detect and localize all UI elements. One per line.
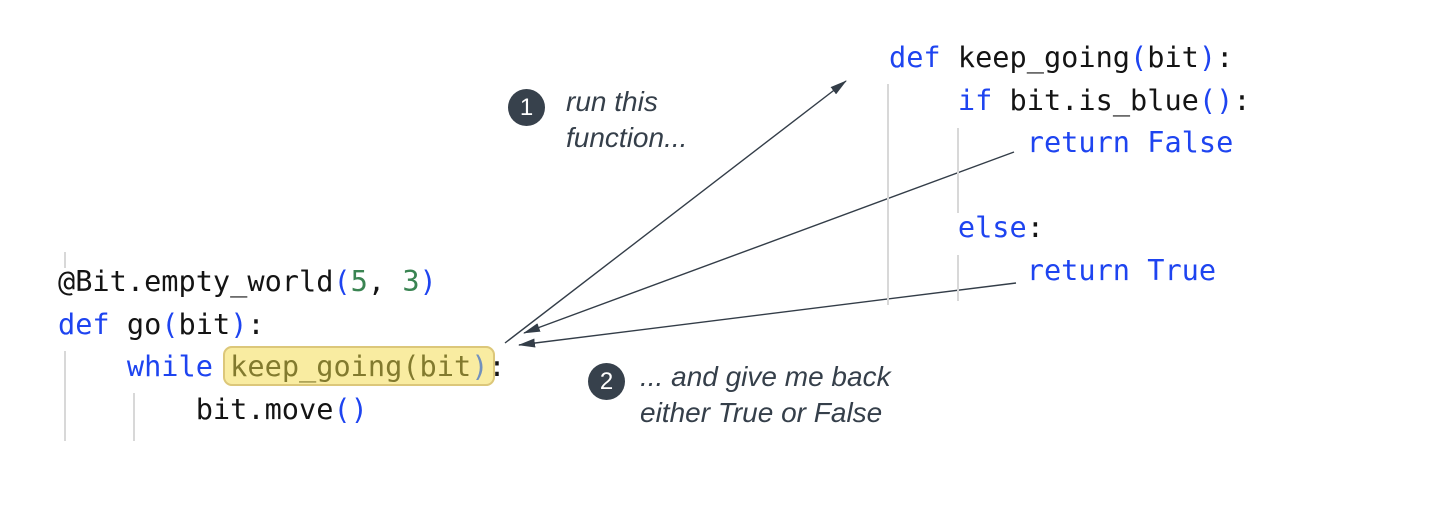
code-line: def keep_going(bit): — [889, 36, 1251, 79]
code-line: bit.move() — [58, 388, 506, 431]
code-token — [58, 349, 127, 383]
code-token: go — [109, 306, 162, 341]
indent-guide — [64, 351, 66, 441]
code-line: while keep_going(bit): — [58, 345, 506, 388]
code-token: keep_going — [940, 40, 1131, 74]
code-token: return True — [1026, 252, 1217, 287]
note-give-back-true-false: ... and give me back either True or Fals… — [640, 359, 891, 431]
code-line: return True — [889, 249, 1251, 292]
code-line — [889, 164, 1251, 207]
code-line: def go(bit): — [58, 303, 506, 346]
code-token: : — [488, 349, 506, 384]
code-line: if bit.is_blue(): — [889, 79, 1251, 122]
code-token: while — [126, 349, 213, 384]
code-token: ( — [333, 264, 351, 298]
code-token: def — [889, 40, 941, 74]
note-line: ... and give me back — [640, 361, 891, 392]
code-token: : — [1216, 40, 1234, 74]
code-token: bit — [178, 306, 231, 341]
note-line: run this — [566, 86, 658, 117]
code-token — [889, 210, 958, 244]
code-token: 5 — [350, 264, 368, 298]
code-token — [889, 253, 1027, 287]
code-token: ) — [1198, 40, 1217, 74]
code-token: ( — [1130, 40, 1148, 74]
code-token: return False — [1026, 125, 1234, 160]
code-token: : — [1026, 210, 1044, 245]
indent-guide — [887, 84, 889, 305]
code-line: else: — [889, 206, 1251, 249]
indent-guide — [957, 255, 959, 301]
code-token: () — [333, 391, 368, 426]
step-2-number: 2 — [599, 367, 614, 395]
arrow-3 — [518, 282, 1017, 348]
code-token: else — [957, 210, 1027, 245]
code-token: ( — [161, 306, 179, 341]
callee-code-block: def keep_going(bit): if bit.is_blue(): r… — [889, 36, 1251, 292]
step-1-badge: 1 — [508, 89, 545, 126]
indent-guide — [133, 393, 135, 441]
code-token: : — [247, 306, 265, 341]
code-token: ) — [230, 306, 248, 341]
caller-code-block: @Bit.empty_world(5, 3)def go(bit): while… — [58, 260, 506, 430]
code-token: : — [1233, 82, 1251, 117]
code-token: @Bit.empty_world — [58, 264, 334, 298]
step-1-number: 1 — [519, 93, 534, 121]
code-token: bit — [1147, 40, 1199, 74]
indent-guide — [957, 128, 959, 213]
code-token — [889, 83, 958, 117]
code-token: () — [1198, 82, 1234, 117]
note-run-this-function: run this function... — [566, 84, 687, 156]
code-line: return False — [889, 121, 1251, 164]
code-token: if — [957, 82, 993, 117]
code-token: bit.move — [58, 391, 334, 426]
code-token: ) — [471, 349, 489, 384]
highlighted-keep-going-call: keep_going(bit) — [223, 346, 496, 387]
code-token: bit.is_blue — [992, 82, 1199, 117]
code-token: keep_going(bit — [230, 349, 472, 384]
code-token — [889, 125, 1027, 159]
code-line: @Bit.empty_world(5, 3) — [58, 260, 506, 303]
code-token: ) — [419, 264, 437, 298]
note-line: function... — [566, 122, 688, 153]
code-token: 3 — [402, 264, 420, 298]
indent-guide — [64, 252, 66, 268]
note-line: either True or False — [640, 397, 883, 428]
step-2-badge: 2 — [588, 363, 625, 400]
code-token: , — [367, 264, 403, 298]
code-token: def — [58, 306, 110, 341]
